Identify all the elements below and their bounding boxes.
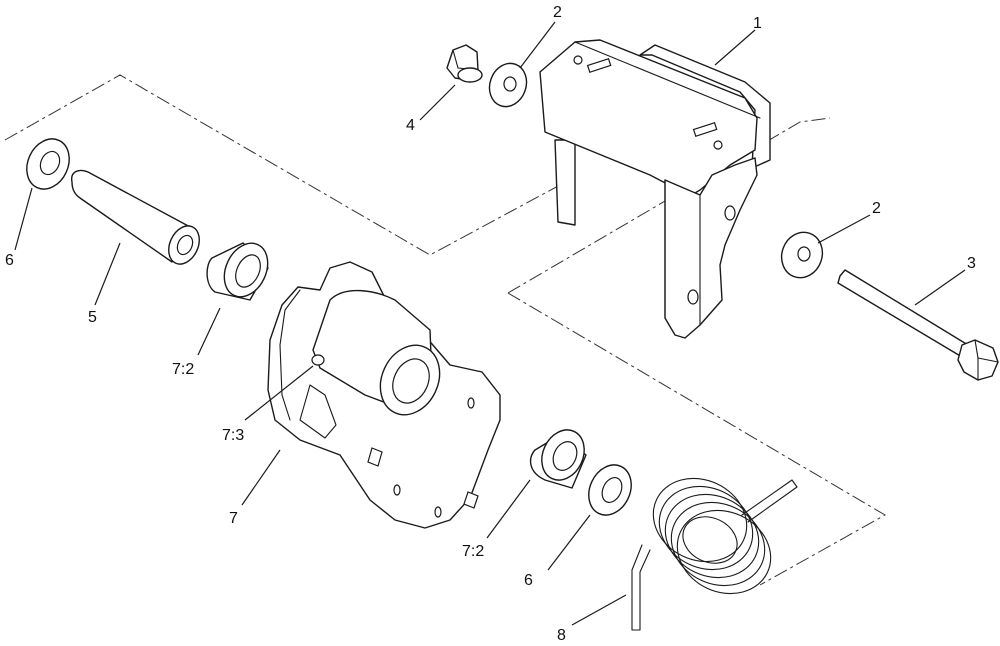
callout-2-top: 2 (553, 4, 562, 21)
part-bushing-upper (206, 242, 269, 301)
callout-7-3: 7:3 (222, 427, 244, 444)
callout-2-right: 2 (872, 200, 881, 217)
callout-5: 5 (88, 309, 97, 326)
part-bracket (539, 39, 771, 339)
callout-7: 7 (229, 510, 238, 527)
part-pivot-plate (267, 261, 501, 529)
callout-6-lower: 6 (524, 572, 533, 589)
callout-8: 8 (557, 627, 566, 644)
callout-1: 1 (753, 15, 762, 32)
leader-lines (14, 21, 966, 626)
part-torsion-spring (631, 477, 798, 631)
part-bushing-lower (529, 429, 587, 489)
callout-3: 3 (967, 255, 976, 272)
callout-7-2-lower: 7:2 (462, 543, 484, 560)
part-flange-nut (446, 44, 483, 83)
callout-4: 4 (406, 117, 415, 134)
alignment-lines (4, 74, 887, 586)
part-washer-left (26, 138, 70, 190)
part-washer-right (780, 231, 824, 279)
part-washer-lower (588, 464, 632, 516)
part-washer-top (488, 62, 528, 108)
part-bolt (837, 269, 999, 381)
callout-labels: 1 2 2 3 4 5 6 6 7:2 7:2 7:3 7 8 (5, 4, 976, 644)
callout-6-left: 6 (5, 252, 14, 269)
callout-7-2-upper: 7:2 (172, 361, 194, 378)
part-spacer-tube (71, 169, 200, 265)
